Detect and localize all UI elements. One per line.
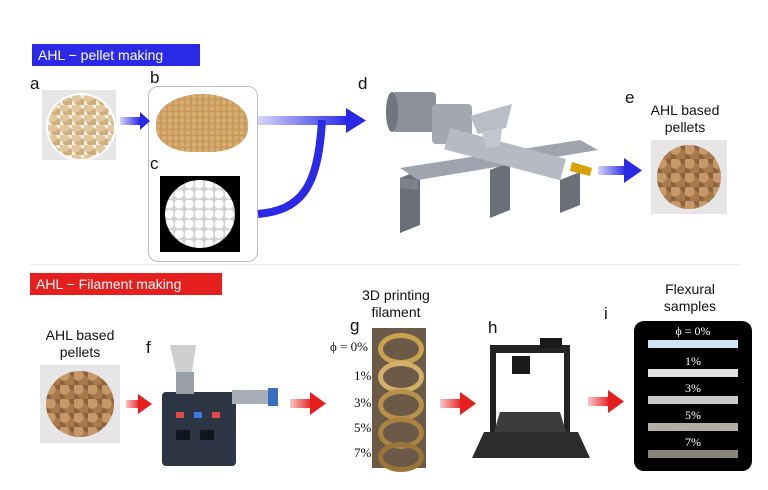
- ahl-pellets-left: [46, 371, 114, 437]
- filament-ratio-3: 5%: [354, 420, 372, 435]
- filament-spool-4: [378, 442, 424, 472]
- pellet-making-banner: AHL − pellet making: [32, 44, 200, 66]
- sample-bar-2: [648, 396, 738, 404]
- filament-ratio-2: 3%: [354, 395, 372, 410]
- samples-caption-1: Flexural: [665, 281, 715, 297]
- filament-caption-1: 3D printing: [362, 287, 430, 303]
- sample-bar-0: [648, 340, 738, 348]
- sample-ratio-0: ϕ = 0%: [675, 324, 711, 338]
- materials-box: [148, 86, 258, 262]
- peanut-photo: [42, 90, 116, 161]
- label-g: g: [350, 316, 360, 335]
- pellets-caption-top-2: pellets: [664, 119, 706, 135]
- ahl-pellets-top: [657, 145, 721, 209]
- polymer-pellets: [165, 180, 235, 248]
- peanut-bowl: [46, 93, 116, 161]
- arrow-h-to-i: [588, 390, 624, 413]
- polymer-pellet-photo: [160, 176, 240, 252]
- sample-ratio-2: 3%: [685, 381, 701, 395]
- pellets-caption-left-1: AHL based: [45, 327, 115, 343]
- arrow-d-to-e: [598, 158, 642, 183]
- sample-bar-3: [648, 423, 738, 431]
- label-e: e: [625, 88, 635, 107]
- label-c: c: [150, 154, 159, 173]
- sample-ratio-3: 5%: [685, 408, 701, 422]
- sample-bar-4: [648, 450, 738, 458]
- ahl-pellets-photo-left: [40, 365, 120, 443]
- pellets-caption-top-1: AHL based: [650, 102, 720, 118]
- label-h: h: [488, 318, 498, 337]
- section-divider: [30, 264, 740, 265]
- extruder-machine: [386, 92, 598, 233]
- sample-bar-1: [648, 369, 738, 377]
- arrow-f-to-g: [290, 392, 326, 415]
- ahl-powder-photo: [156, 94, 248, 152]
- filament-ratio-1: 1%: [354, 368, 372, 383]
- label-d: d: [358, 74, 368, 93]
- sample-ratio-1: 1%: [685, 354, 701, 368]
- sample-ratio-4: 7%: [685, 435, 701, 449]
- 3d-printer: [472, 338, 590, 458]
- samples-caption-2: samples: [663, 298, 717, 314]
- arrow-pellets-to-f: [126, 394, 152, 414]
- arrow-b-to-d: [258, 108, 366, 133]
- label-f: f: [146, 338, 151, 357]
- filament-extruder: [162, 345, 278, 466]
- arrow-g-to-h: [440, 392, 476, 415]
- filament-ratio-0: ϕ = 0%: [330, 339, 369, 354]
- filament-caption-2: filament: [371, 304, 421, 320]
- arrow-a-to-b: [120, 112, 150, 130]
- pellets-caption-left-2: pellets: [59, 344, 101, 360]
- filament-making-banner: AHL − Filament making: [30, 273, 222, 295]
- label-i: i: [604, 304, 608, 323]
- label-b: b: [150, 68, 160, 87]
- arrow-c-curve: [257, 119, 326, 218]
- filament-ratio-4: 7%: [354, 445, 372, 460]
- label-a: a: [30, 74, 40, 93]
- ahl-pellets-photo-top: [651, 140, 727, 214]
